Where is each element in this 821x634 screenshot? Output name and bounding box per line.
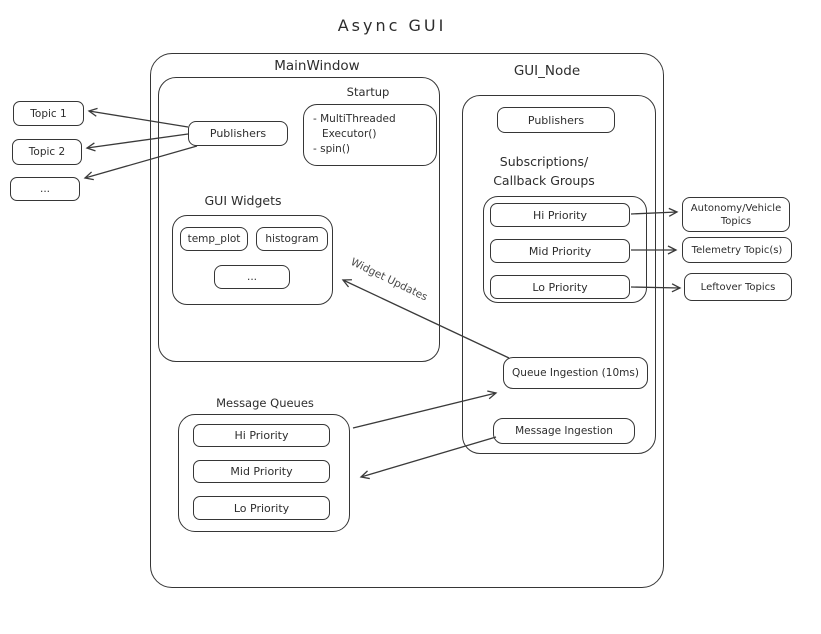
startup-text: - MultiThreaded Executor() - spin() <box>313 112 433 157</box>
callback-hi-priority: Hi Priority <box>490 203 630 227</box>
topic-2-node: Topic 2 <box>12 139 82 165</box>
widget-more: ... <box>214 265 290 289</box>
widget-temp-plot: temp_plot <box>180 227 248 251</box>
callback-hi-priority-label: Hi Priority <box>533 208 587 222</box>
callback-mid-priority: Mid Priority <box>490 239 630 263</box>
telemetry-topics-node: Telemetry Topic(s) <box>682 237 792 263</box>
topic-more-node: ... <box>10 177 80 201</box>
subscriptions-label-line1: Subscriptions/ <box>499 154 589 169</box>
topic-2-label: Topic 2 <box>28 146 66 158</box>
topic-1-label: Topic 1 <box>30 107 67 120</box>
queue-mid-priority-label: Mid Priority <box>230 465 293 478</box>
widget-histogram-label: histogram <box>265 233 319 245</box>
gui-node-publishers-label: Publishers <box>527 113 585 127</box>
queue-ingestion-label: Queue Ingestion (10ms) <box>512 367 639 379</box>
queue-hi-priority-label: Hi Priority <box>234 429 289 442</box>
startup-line-spin: - spin() <box>313 143 351 155</box>
telemetry-topics-label: Telemetry Topic(s) <box>691 244 783 256</box>
message-ingestion-node: Message Ingestion <box>493 418 635 444</box>
callback-lo-priority-label: Lo Priority <box>532 280 588 294</box>
startup-label: Startup <box>346 85 390 99</box>
message-ingestion-label: Message Ingestion <box>515 425 613 437</box>
widget-histogram: histogram <box>256 227 328 251</box>
main-window-publishers-node: Publishers <box>188 121 288 146</box>
queue-hi-priority: Hi Priority <box>193 424 330 447</box>
leftover-topics-label: Leftover Topics <box>700 281 776 293</box>
startup-line-executor: Executor() <box>322 128 377 140</box>
callback-mid-priority-label: Mid Priority <box>528 244 592 258</box>
callback-lo-priority: Lo Priority <box>490 275 630 299</box>
autonomy-topics-node: Autonomy/Vehicle Topics <box>682 197 790 232</box>
gui-widgets-label: GUI Widgets <box>204 193 282 208</box>
diagram-title: Async GUI <box>337 16 447 35</box>
autonomy-topics-line2: Topics <box>720 215 752 227</box>
subscriptions-label-line2: Callback Groups <box>493 173 595 188</box>
main-window-label: MainWindow <box>274 58 360 74</box>
startup-box <box>303 104 437 166</box>
autonomy-topics-line1: Autonomy/Vehicle <box>690 202 782 214</box>
subscriptions-label: Subscriptions/ Callback Groups <box>463 152 625 190</box>
main-window-publishers-label: Publishers <box>209 127 267 140</box>
queue-lo-priority-label: Lo Priority <box>233 501 290 515</box>
gui-node-publishers-node: Publishers <box>497 107 615 133</box>
queue-mid-priority: Mid Priority <box>193 460 330 483</box>
leftover-topics-node: Leftover Topics <box>684 273 792 301</box>
widget-temp-plot-label: temp_plot <box>187 233 241 245</box>
widget-more-label: ... <box>246 271 257 283</box>
topic-more-label: ... <box>39 183 50 195</box>
message-queues-label: Message Queues <box>216 396 314 410</box>
queue-lo-priority: Lo Priority <box>193 496 330 520</box>
topic-1-node: Topic 1 <box>13 101 84 126</box>
startup-line-multithreaded: - MultiThreaded <box>313 113 396 125</box>
gui-node-label: GUI_Node <box>513 63 581 79</box>
queue-ingestion-node: Queue Ingestion (10ms) <box>503 357 648 389</box>
